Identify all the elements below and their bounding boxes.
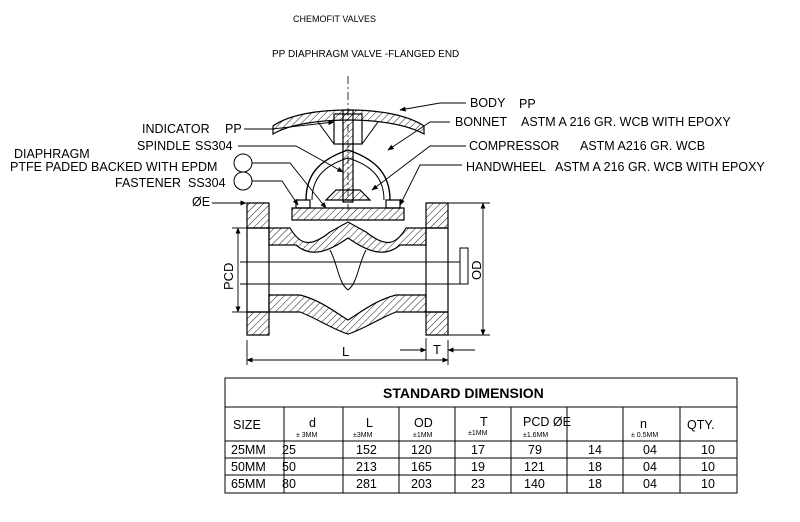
fastener-marker (233, 171, 253, 191)
spindle-label: SPINDLE (137, 139, 191, 153)
fastener-material: SS304 (188, 176, 226, 190)
cell-pcd: 140 (524, 477, 545, 491)
cell-n: 04 (643, 460, 657, 474)
company-name: CHEMOFIT VALVES (293, 14, 376, 24)
indicator-label: INDICATOR (142, 122, 210, 136)
header-n-tol: ± 0.5MM (631, 432, 658, 439)
cell-size: 50MM (231, 460, 266, 474)
pcd-dimension-label: PCD (221, 263, 236, 290)
cell-t: 17 (471, 443, 485, 457)
table-row: 25MM 25 152 120 17 79 14 04 10 (231, 443, 715, 457)
compressor-material: ASTM A216 GR. WCB (580, 139, 705, 153)
t-dimension-label: T (433, 342, 441, 357)
cell-t: 23 (471, 477, 485, 491)
leader-lines (212, 102, 466, 209)
header-od-tol: ±1MM (413, 432, 433, 439)
cell-size: 65MM (231, 477, 266, 491)
cell-d: 80 (282, 477, 296, 491)
cell-od: 203 (411, 477, 432, 491)
cell-l: 152 (356, 443, 377, 457)
table-header: SIZE d ± 3MM L ±3MM OD ±1MM T ±1MM PCD Ø… (233, 415, 715, 439)
fastener-label: FASTENER (115, 176, 181, 190)
cell-pcd: 79 (528, 443, 542, 457)
body-label: BODY (470, 96, 506, 110)
header-l-tol: ±3MM (353, 432, 373, 439)
header-size: SIZE (233, 418, 261, 432)
body-material: PP (519, 97, 536, 111)
dimension-lines (232, 202, 490, 365)
cell-n: 04 (643, 443, 657, 457)
header-pcd-tol: ±1.6MM (523, 432, 548, 439)
cell-d: 25 (282, 443, 296, 457)
cell-qty: 10 (701, 443, 715, 457)
header-d-tol: ± 3MM (296, 432, 318, 439)
od-dimension-label: OD (469, 261, 484, 281)
table-title: STANDARD DIMENSION (383, 385, 544, 401)
diaphragm-material: PTFE PADED BACKED WITH EPDM (10, 160, 217, 174)
compressor-label: COMPRESSOR (469, 139, 559, 153)
cell-e: 18 (588, 477, 602, 491)
dimension-table (224, 377, 738, 494)
table-row: 65MM 80 281 203 23 140 18 04 10 (231, 477, 715, 491)
cell-t: 19 (471, 460, 485, 474)
indicator-material: PP (225, 122, 242, 136)
header-t: T (480, 415, 488, 429)
diaphragm-marker (233, 153, 253, 173)
handwheel-material: ASTM A 216 GR. WCB WITH EPOXY (555, 160, 765, 174)
header-t-tol: ±1MM (468, 430, 488, 437)
diaphragm-label: DIAPHRAGM (14, 147, 90, 161)
cell-e: 18 (588, 460, 602, 474)
l-dimension-label: L (342, 344, 349, 359)
cell-qty: 10 (701, 477, 715, 491)
cell-l: 213 (356, 460, 377, 474)
table-row: 50MM 50 213 165 19 121 18 04 10 (231, 460, 715, 474)
cell-n: 04 (643, 477, 657, 491)
header-od: OD (414, 416, 433, 430)
cell-od: 120 (411, 443, 432, 457)
cell-pcd: 121 (524, 460, 545, 474)
spindle-material: SS304 (195, 139, 233, 153)
header-pcd: PCD ØE (523, 415, 571, 429)
header-qty: QTY. (687, 418, 715, 432)
header-l: L (366, 416, 373, 430)
header-d: d (309, 416, 316, 430)
cell-size: 25MM (231, 443, 266, 457)
valve-body (240, 76, 469, 336)
cell-od: 165 (411, 460, 432, 474)
bonnet-label: BONNET (455, 115, 507, 129)
cell-d: 50 (282, 460, 296, 474)
cell-l: 281 (356, 477, 377, 491)
bonnet-material: ASTM A 216 GR. WCB WITH EPOXY (521, 115, 731, 129)
drawing-title: PP DIAPHRAGM VALVE -FLANGED END (272, 49, 459, 60)
cell-qty: 10 (701, 460, 715, 474)
handwheel-label: HANDWHEEL (466, 160, 546, 174)
header-n: n (640, 417, 647, 431)
cell-e: 14 (588, 443, 602, 457)
oe-label: ØE (192, 195, 210, 209)
